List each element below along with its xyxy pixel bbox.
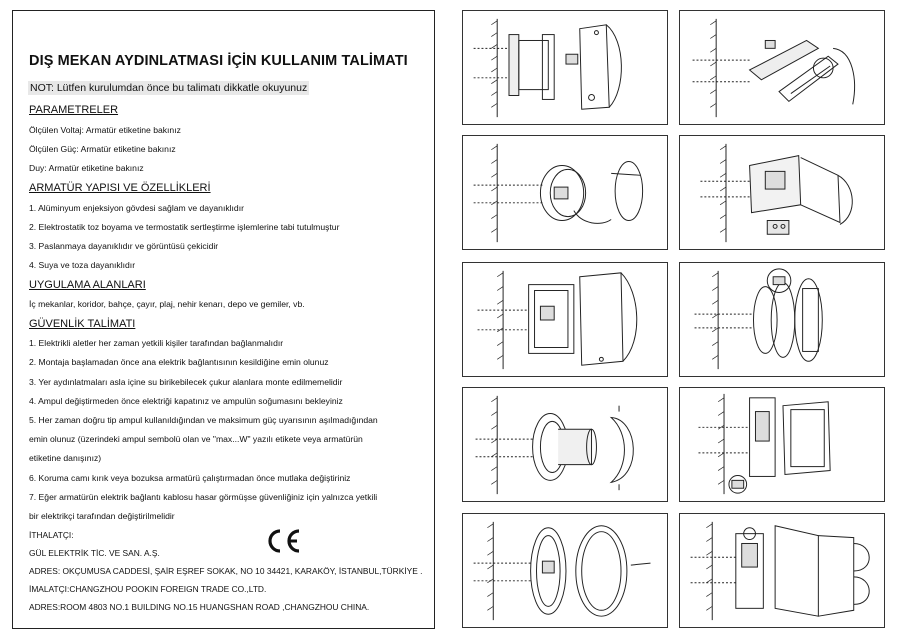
safety-line: 4. Ampul değiştirmeden önce elektriği ka… <box>29 396 343 406</box>
diagram-wall-mount-round-base-dome <box>462 387 668 502</box>
parameters-heading: PARAMETRELER <box>29 104 119 116</box>
instruction-sheet: DIŞ MEKAN AYDINLATMASI İÇİN KULLANIM TAL… <box>12 10 435 629</box>
safety-line: 3. Yer aydınlatmaları asla içine su biri… <box>29 377 343 387</box>
structure-line: 1. Alüminyum enjeksiyon gövdesi sağlam v… <box>29 203 244 213</box>
diagram-wall-mount-bracket-terminal <box>679 135 885 250</box>
usage-line: İç mekanlar, koridor, bahçe, çayır, plaj… <box>29 299 305 309</box>
safety-line: 5. Her zaman doğru tip ampul kullanıldığ… <box>29 415 378 425</box>
safety-heading: GÜVENLİK TALİMATI <box>29 318 136 330</box>
ce-mark-icon <box>263 527 303 555</box>
safety-line: emin olunuz (üzerindeki ampul sembolü ol… <box>29 434 363 444</box>
structure-line: 4. Suya ve toza dayanıklıdır <box>29 260 136 270</box>
safety-line: 2. Montaja başlamadan önce ana elektrik … <box>29 357 329 367</box>
diagram-wall-mount-tall-panel <box>679 387 885 502</box>
diagram-wall-mount-arch-bracket <box>679 513 885 628</box>
usage-heading: UYGULAMA ALANLARI <box>29 279 146 291</box>
safety-line: 1. Elektrikli aletler her zaman yetkili … <box>29 338 284 348</box>
diagram-wall-mount-square-box <box>462 262 668 377</box>
diagram-wall-mount-box-bracket <box>462 10 668 125</box>
safety-line: bir elektrikçi tarafından değiştirilmeli… <box>29 511 175 521</box>
diagram-wall-mount-rectangular-panel <box>679 10 885 125</box>
structure-heading: ARMATÜR YAPISI VE ÖZELLİKLERİ <box>29 182 211 194</box>
importer-company: GÜL ELEKTRİK TİC. VE SAN. A.Ş. <box>29 548 160 558</box>
safety-line: etiketine danışınız) <box>29 453 102 463</box>
parameter-line: Duy: Armatür etiketine bakınız <box>29 163 144 173</box>
importer-address: ADRES: OKÇUMUSA CADDESİ, ŞAİR EŞREF SOKA… <box>29 566 423 576</box>
safety-line: 7. Eğer armatürün elektrik bağlantı kabl… <box>29 492 378 502</box>
parameter-line: Ölçülen Voltaj: Armatür etiketine bakını… <box>29 125 181 135</box>
structure-line: 3. Paslanmaya dayanıklıdır ve görüntüsü … <box>29 241 219 251</box>
diagram-wall-mount-round-lamp-side <box>679 262 885 377</box>
diagram-wall-mount-round-housing <box>462 135 668 250</box>
document-title: DIŞ MEKAN AYDINLATMASI İÇİN KULLANIM TAL… <box>29 53 408 69</box>
manufacturer-address: ADRES:ROOM 4803 NO.1 BUILDING NO.15 HUAN… <box>29 602 370 612</box>
manufacturer-name: İMALATÇI:CHANGZHOU POOKIN FOREIGN TRADE … <box>29 584 267 594</box>
structure-line: 2. Elektrostatik toz boyama ve termostat… <box>29 222 340 232</box>
diagram-wall-mount-round-frame <box>462 513 668 628</box>
reading-note: NOT: Lütfen kurulumdan önce bu talimatı … <box>28 81 310 95</box>
safety-line: 6. Koruma camı kırık veya bozuksa armatü… <box>29 473 351 483</box>
parameter-line: Ölçülen Güç: Armatür etiketine bakınız <box>29 144 176 154</box>
importer-label: İTHALATÇI: <box>29 530 74 540</box>
